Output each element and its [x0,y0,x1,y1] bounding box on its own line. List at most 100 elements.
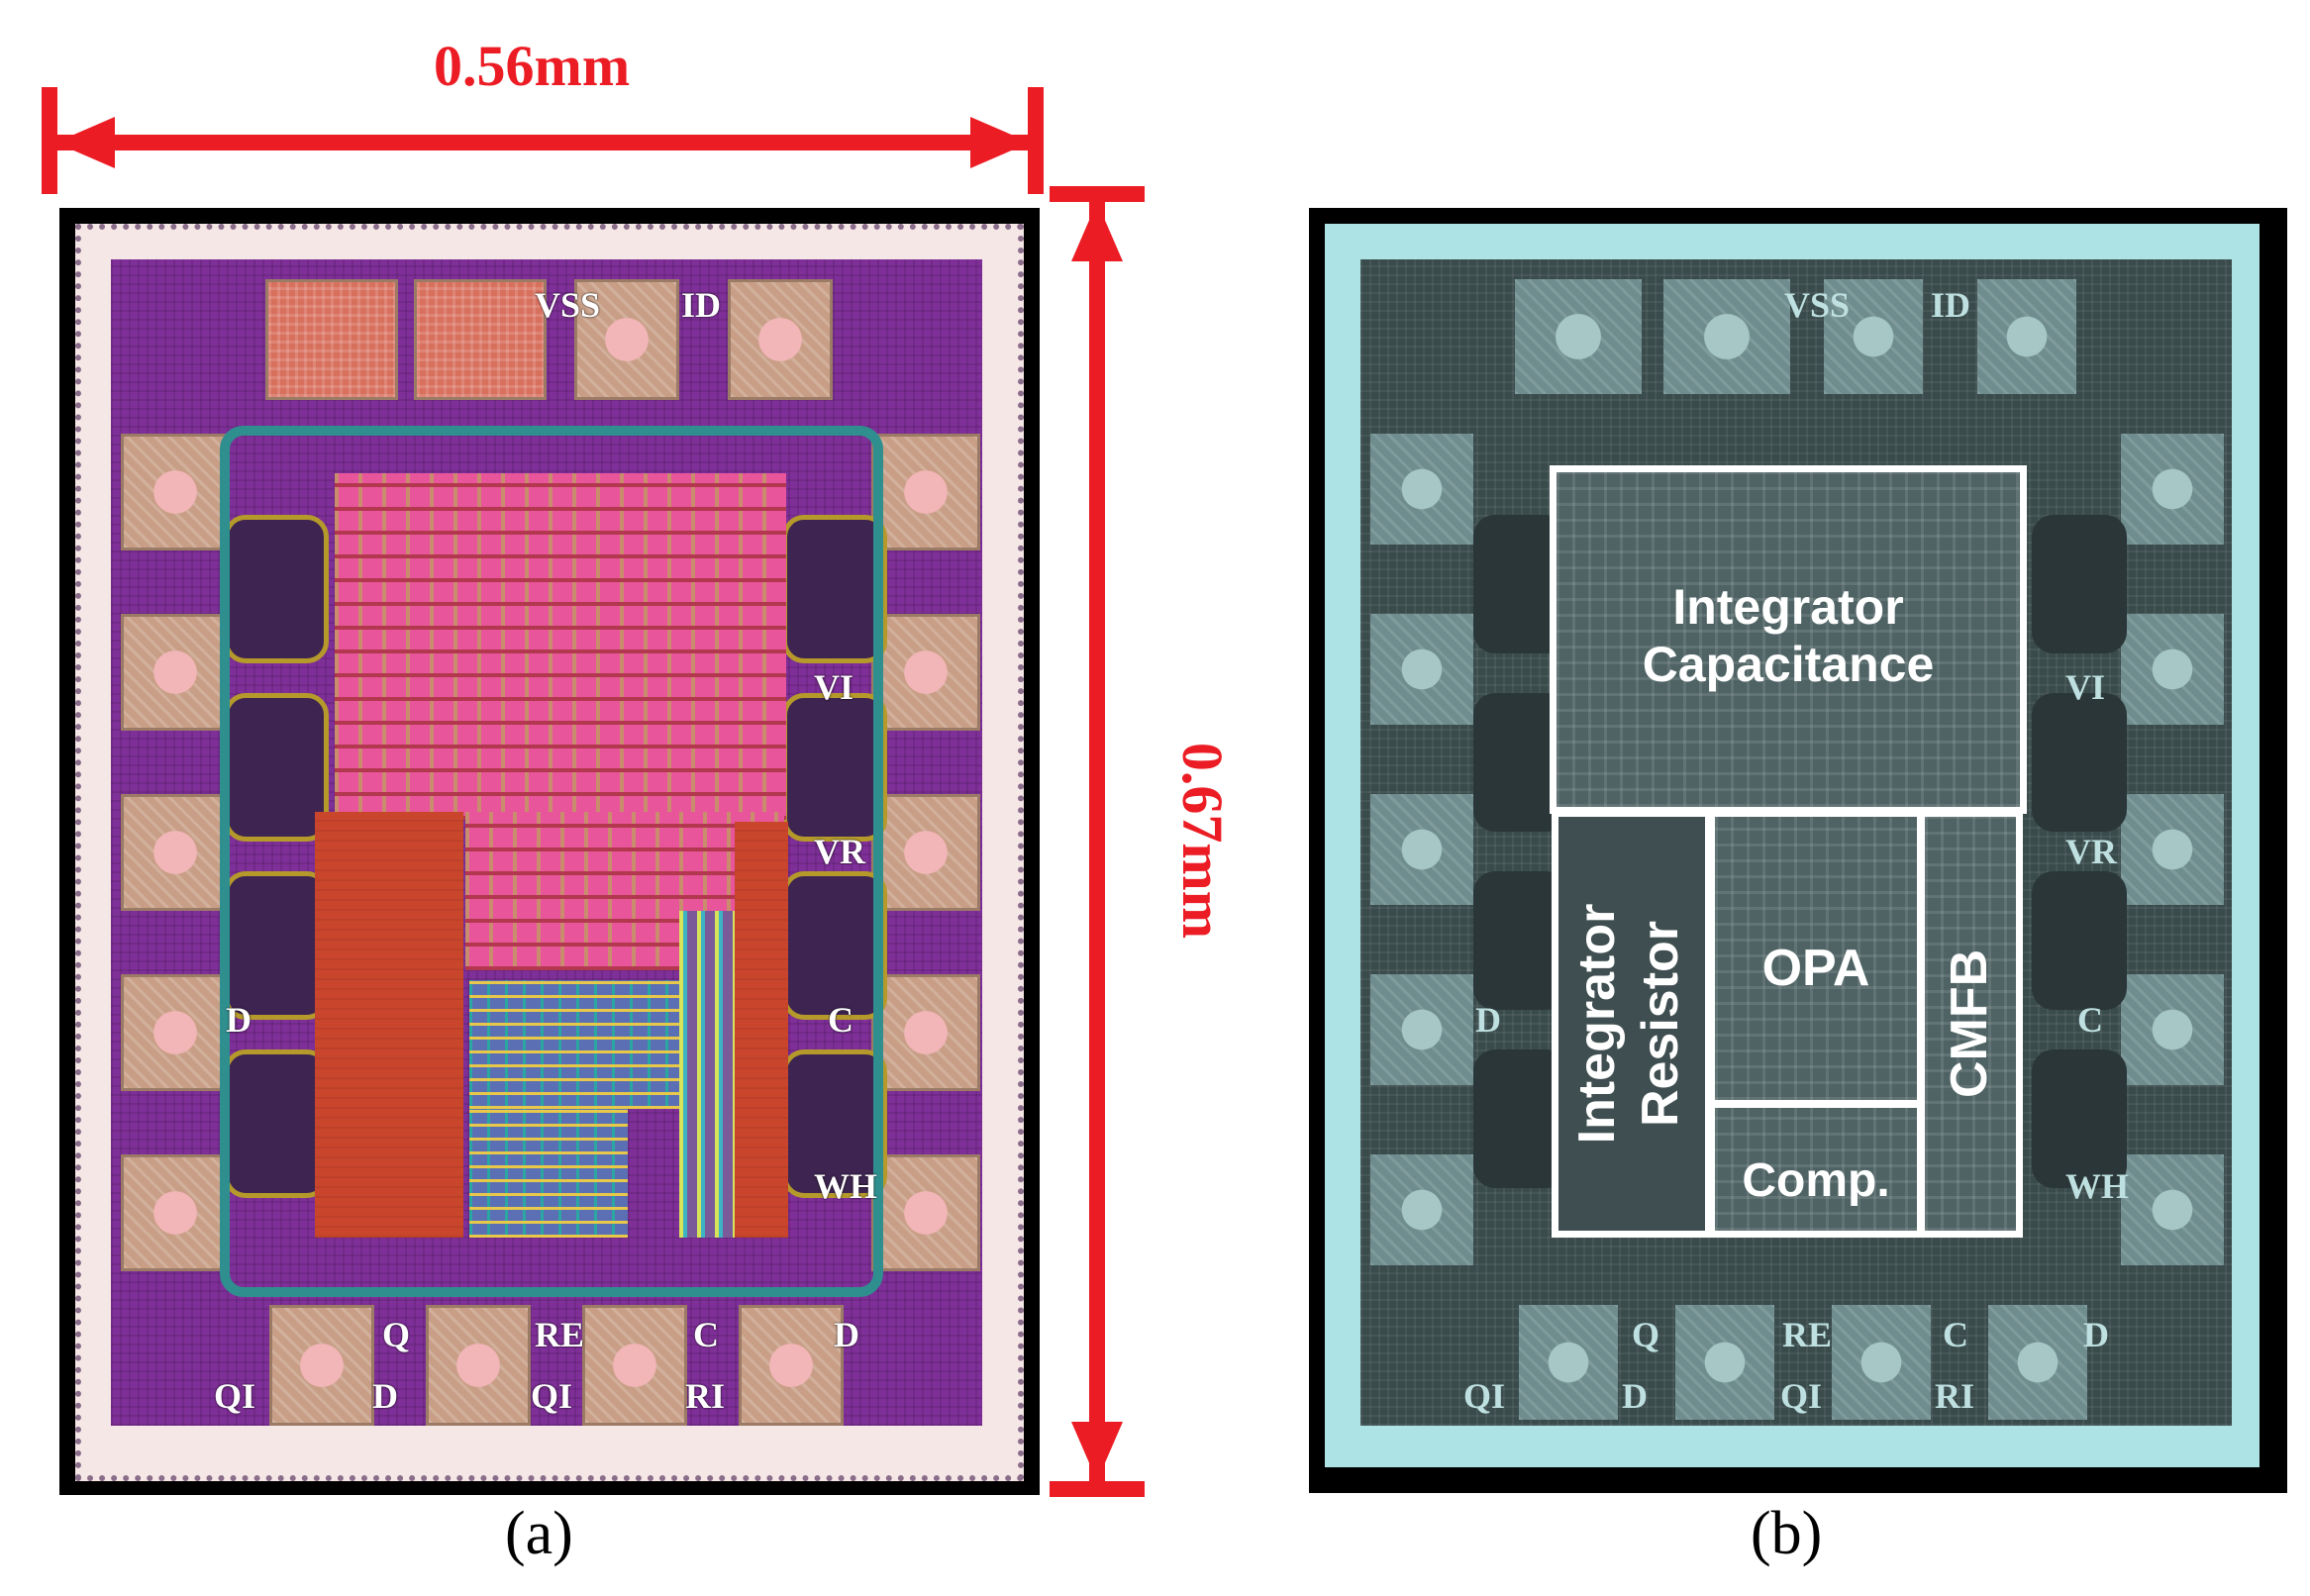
chip-b-pin-label-right-2: VR [2065,832,2117,871]
chip-a-opa-area [465,812,784,970]
height-dimension-top-tick [1050,186,1145,202]
width-dimension-line [57,135,1028,150]
chip-b-pad-right-2 [2121,614,2224,725]
chip-b-pin-label-right-4: WH [2065,1166,2130,1206]
chip-a-pin-label-bottom1-4: D [834,1315,859,1354]
integrator-capacitance-label-line2: Capacitance [1642,637,1935,692]
chip-a-pad-bottom-1 [269,1305,374,1426]
chip-a-pin-label-bottom2-2: D [372,1376,398,1416]
chip-b-pad-right-1 [2121,434,2224,545]
chip-a-pad-bottom-4 [739,1305,844,1426]
opa-block: OPA [1708,810,1924,1107]
chip-b-pad-bottom-3 [1832,1305,1931,1420]
chip-a-pad-left-3 [121,794,230,911]
chip-b-pin-label-bottom1-4: D [2083,1315,2109,1354]
chip-a-esd-left-1 [224,515,329,663]
chip-a-cmfb-resistor-block [735,822,788,1238]
chip-a-pad-left-1 [121,434,230,550]
chip-a-esd-right-2 [782,693,887,842]
width-dimension-left-tick [42,87,57,194]
chip-b-pad-left-2 [1370,614,1473,725]
chip-b-pin-label-top-1: VSS [1784,285,1851,325]
chip-a-pad-top-2 [414,279,547,400]
chip-a-pad-bottom-3 [582,1305,687,1426]
chip-b-pad-top-2 [1663,279,1790,394]
chip-a-pad-right-2 [871,614,980,731]
chip-b-pin-label-bottom1-1: Q [1632,1315,1660,1354]
chip-b-pin-label-bottom2-2: D [1622,1376,1648,1416]
chip-b-pin-label-bottom2-1: QI [1463,1376,1506,1416]
chip-a-pad-top-3 [574,279,679,400]
chip-a-pad-left-2 [121,614,230,731]
chip-a-pad-top-1 [265,279,398,400]
chip-b-pin-label-bottom2-3: QI [1780,1376,1823,1416]
integrator-resistor-label-line1: Integrator [1568,903,1626,1145]
chip-a-pin-label-bottom2-4: RI [685,1376,726,1416]
integrator-capacitance-label-line1: Integrator [1672,579,1904,635]
chip-a-pin-label-right-4: WH [814,1166,878,1206]
cmfb-label: CMFB [1941,948,1999,1098]
cmfb-block: CMFB [1918,810,2023,1238]
chip-b-esd-right-4 [2032,1049,2127,1188]
chip-b-esd-right-1 [2032,515,2127,653]
width-arrow-left-icon [55,117,115,168]
chip-a-pin-label-bottom2-3: QI [531,1376,573,1416]
chip-b-pad-bottom-2 [1675,1305,1774,1420]
chip-b-pad-top-1 [1515,279,1642,394]
chip-b-pin-label-right-3: C [2077,1000,2103,1040]
chip-a-comparator-circuit [469,1109,628,1238]
chip-b-pad-right-3 [2121,794,2224,905]
height-arrow-down-icon [1071,1422,1123,1481]
height-arrow-up-icon [1071,202,1123,261]
width-dimension-label: 0.56mm [434,34,631,98]
integrator-resistor-label-group: Integrator Resistor [1562,816,1701,1232]
chip-a-guard-ring [220,426,883,1297]
width-arrow-right-icon [970,117,1030,168]
chip-b-pin-label-bottom1-2: RE [1782,1315,1833,1354]
chip-b-pad-top-3 [1824,279,1923,394]
chip-a-pin-label-top-1: VSS [535,285,601,325]
chip-b-pad-left-1 [1370,434,1473,545]
chip-b-pad-left-3 [1370,794,1473,905]
chip-b-pad-bottom-4 [1988,1305,2087,1420]
chip-b-pad-top-4 [1977,279,2076,394]
height-dimension-line [1089,202,1105,1481]
chip-a-pad-right-5 [871,1154,980,1271]
chip-b-pad-right-5 [2121,1154,2224,1265]
integrator-resistor-label-line2: Resistor [1632,920,1689,1128]
chip-a-pin-label-top-2: ID [681,285,722,325]
chip-a-pin-label-bottom1-2: RE [535,1315,585,1354]
chip-b-pin-label-left-1: D [1475,1000,1501,1040]
chip-a-pin-label-bottom1-3: C [693,1315,719,1354]
chip-b-pin-label-top-2: ID [1931,285,1971,325]
opa-label: OPA [1761,940,1870,997]
chip-a-pad-top-4 [728,279,833,400]
chip-a-pin-label-bottom2-1: QI [214,1376,256,1416]
chip-b-pin-label-bottom2-4: RI [1935,1376,1975,1416]
chip-a-integrator-resistor-block [315,812,463,1238]
chip-b-pad-left-5 [1370,1154,1473,1265]
chip-a-pin-label-right-3: C [828,1000,854,1040]
chip-a-pin-label-bottom1-1: Q [382,1315,411,1354]
chip-b-pin-label-bottom1-3: C [1943,1315,1968,1354]
chip-a-pad-bottom-2 [426,1305,531,1426]
panel-a-caption: (a) [505,1500,573,1567]
comparator-block: Comp. [1708,1101,1924,1238]
chip-a-integrator-capacitance-block [335,473,786,820]
chip-b-esd-right-3 [2032,871,2127,1010]
width-dimension-right-tick [1028,87,1044,194]
chip-a-cmfb-circuit [679,911,735,1238]
chip-a-pad-right-4 [871,974,980,1091]
chip-a-pad-right-1 [871,434,980,550]
chip-b-pad-right-4 [2121,974,2224,1085]
chip-a-opa-circuit [469,980,679,1109]
chip-a-pin-label-right-2: VR [814,832,865,871]
comparator-label: Comp. [1742,1154,1890,1207]
chip-a-pad-left-5 [121,1154,230,1271]
panel-b-caption: (b) [1751,1500,1823,1567]
chip-b-esd-right-2 [2032,693,2127,832]
integrator-capacitance-block: Integrator Capacitance [1550,465,2027,814]
panel-a: 0.56mm 0.67mm VSS [42,34,1235,1567]
chip-a-pin-label-left-1: D [226,1000,251,1040]
